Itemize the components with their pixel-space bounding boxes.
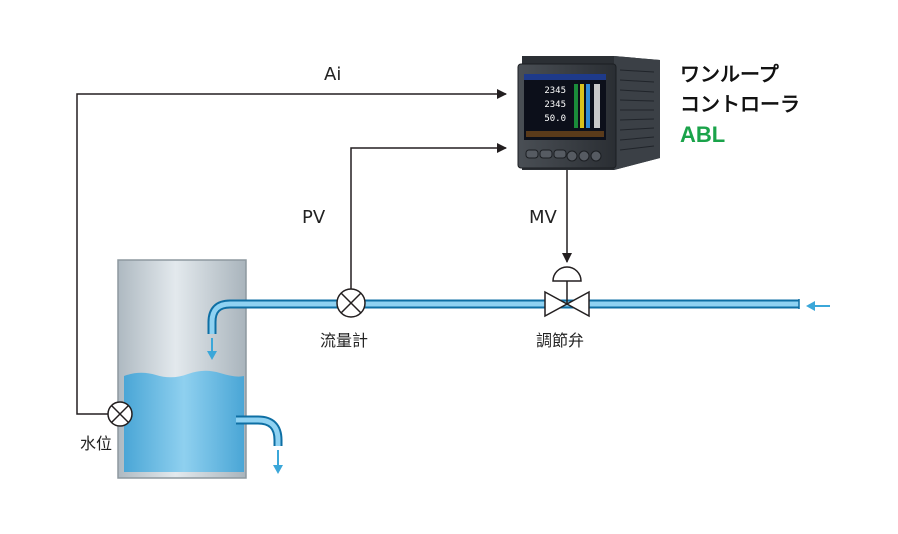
screen-value-2: 2345 xyxy=(544,100,566,110)
outlet-pipe xyxy=(236,415,283,446)
pv-label: PV xyxy=(302,207,326,228)
device-vents xyxy=(619,69,655,151)
ai-label: Ai xyxy=(324,64,341,85)
controller-model: ABL xyxy=(680,122,725,147)
flowmeter-label: 流量計 xyxy=(320,331,368,350)
flowmeter-icon xyxy=(336,288,366,318)
tank xyxy=(117,259,247,479)
ai-signal-line xyxy=(76,89,507,415)
mv-label: MV xyxy=(529,207,558,228)
pv-signal-line xyxy=(350,143,507,289)
inlet-pipe xyxy=(207,299,800,334)
control-valve-icon xyxy=(544,266,590,318)
screen-value-3: 50.0 xyxy=(544,114,566,124)
tank-water xyxy=(124,370,244,472)
device-screen xyxy=(524,74,606,140)
valve-label: 調節弁 xyxy=(536,331,584,350)
signal-lines xyxy=(76,89,572,415)
water-level-label: 水位 xyxy=(80,434,112,453)
flow-in-arrow-icon xyxy=(806,301,830,311)
screen-value-1: 2345 xyxy=(544,86,566,96)
controller-title-line1: ワンループ xyxy=(680,62,780,86)
device-buttons xyxy=(525,149,602,162)
controller-device: 2345 2345 50.0 xyxy=(517,56,660,170)
flow-down-arrow-icon xyxy=(207,338,217,360)
flow-out-arrow-icon xyxy=(273,450,283,474)
controller-title-line2: コントローラ xyxy=(680,92,800,116)
level-sensor-icon xyxy=(107,401,133,427)
